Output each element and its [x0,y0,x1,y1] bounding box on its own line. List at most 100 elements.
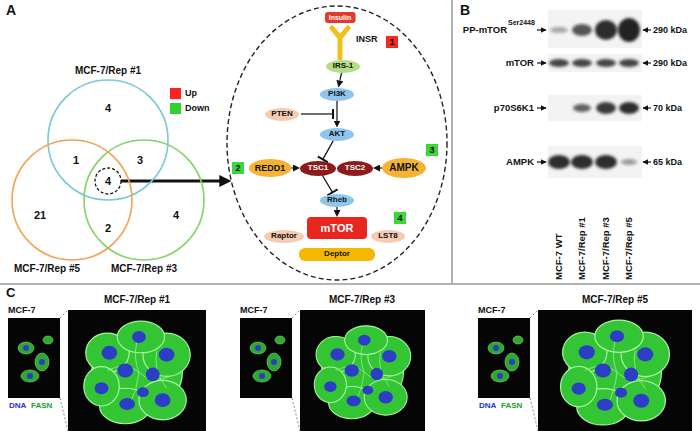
micrograph-small [8,318,60,398]
protein-shape [337,161,373,176]
node-label: 4 [105,176,111,187]
panel-divider [451,0,453,284]
venn-set-outline [84,140,204,260]
molecular-weight: 65 kDa [653,157,682,167]
protein: Rheb [320,194,354,207]
image-title: MCF-7/Rep #5 [582,294,648,306]
micrograph-large [68,310,206,431]
venn-set: MCF-7/Rep #5 [12,140,132,260]
band [595,155,617,169]
blot-strip [548,146,642,178]
blot-arrow [537,62,546,63]
node-label: TSC1 [308,164,328,172]
band [596,102,616,114]
blot-strip [548,10,642,48]
protein-shape [264,230,304,243]
node-label: AMPK [389,163,418,173]
venn-count: 1 [73,154,79,167]
protein: TSC1 [300,161,336,176]
node-label: REDD1 [255,164,286,173]
band [548,155,570,169]
blot-arrow [537,107,546,108]
panel-letter: A [6,2,16,18]
activation-connector [336,207,337,215]
image-label: MCF-7 [478,305,506,315]
blot-arrows [537,30,651,162]
micrograph-small [240,318,292,398]
panel-divider [0,283,700,285]
image-label: MCF-7 [240,305,268,315]
protein-shape [249,159,292,177]
protein: AKT [320,128,354,141]
protein-band-shape [299,248,375,261]
legend-text: Up [185,89,197,98]
blot-label: PP-mTOR [463,25,507,36]
venn-set-shape [12,140,132,260]
shared-genes-circle-shape [95,168,121,194]
protein-shape [371,230,405,243]
channel-label: DNA [479,401,496,410]
blot-label-superscript: Ser2448 [508,19,535,27]
activation-connector [339,72,342,84]
band [572,59,592,67]
channel-label: FASN [31,401,52,410]
channel-label: DNA [9,401,26,410]
band [619,59,639,67]
activation-connector [376,167,382,168]
node-label: LST8 [378,232,398,240]
callout-number: 3 [426,144,438,156]
zoom-line [60,398,68,431]
protein-shape [326,60,360,73]
blot-arrow [643,29,651,30]
zoom-line [292,310,300,318]
protein: IRS-1 [326,60,360,73]
blot-label: mTOR [506,58,534,69]
band [573,104,591,112]
blot-arrow [537,161,546,162]
inhibition-connector [323,140,334,159]
blot-label: p70S6K1 [494,103,534,114]
protein: AMPK [382,158,426,178]
micrograph-large [538,310,692,431]
molecular-weight: 70 kDa [653,103,682,113]
lane-label: MCF-7/Rep #5 [623,217,635,280]
inhibition-connector [322,175,332,192]
venn-count: 4 [173,209,179,222]
band [571,155,593,169]
micrograph-large [300,310,425,431]
band [572,24,592,36]
venn-set-shape [84,140,204,260]
protein: REDD1 [249,159,292,177]
ligand: Insulin [325,12,356,23]
node-label: mTOR [321,223,354,234]
venn-count: 21 [34,209,46,222]
band [549,59,569,67]
blot-arrow [643,62,651,63]
band [619,102,639,114]
protein-shape [320,128,354,141]
inhibition-line [301,109,333,119]
legend-entry: Up [170,88,197,99]
protein: LST8 [371,230,405,243]
cells-sparse [488,336,523,382]
image-title: MCF-7/Rep #3 [329,294,395,306]
lane-label: MCF-7/Rep #1 [576,217,588,280]
inhibition-line [301,113,333,114]
cell-cluster [561,320,670,425]
image-label: MCF-7 [8,305,36,315]
ligand-shape [325,12,356,23]
blot-arrow [537,29,546,30]
blot-strip [548,95,642,121]
lane-label: MCF-7/Rep #3 [600,217,612,280]
protein-band: Deptor [299,248,375,261]
protein: Raptor [264,230,304,243]
blot-label: AMPK [506,157,534,168]
kinase-complex: mTOR [307,217,367,239]
zoom-line [292,398,300,431]
set-name: MCF-7/Rep #3 [111,264,177,274]
activation-connector [336,101,337,125]
protein: TSC2 [337,161,373,176]
band [621,159,637,165]
node-label: Deptor [324,250,350,258]
protein: PI3K [320,88,354,101]
